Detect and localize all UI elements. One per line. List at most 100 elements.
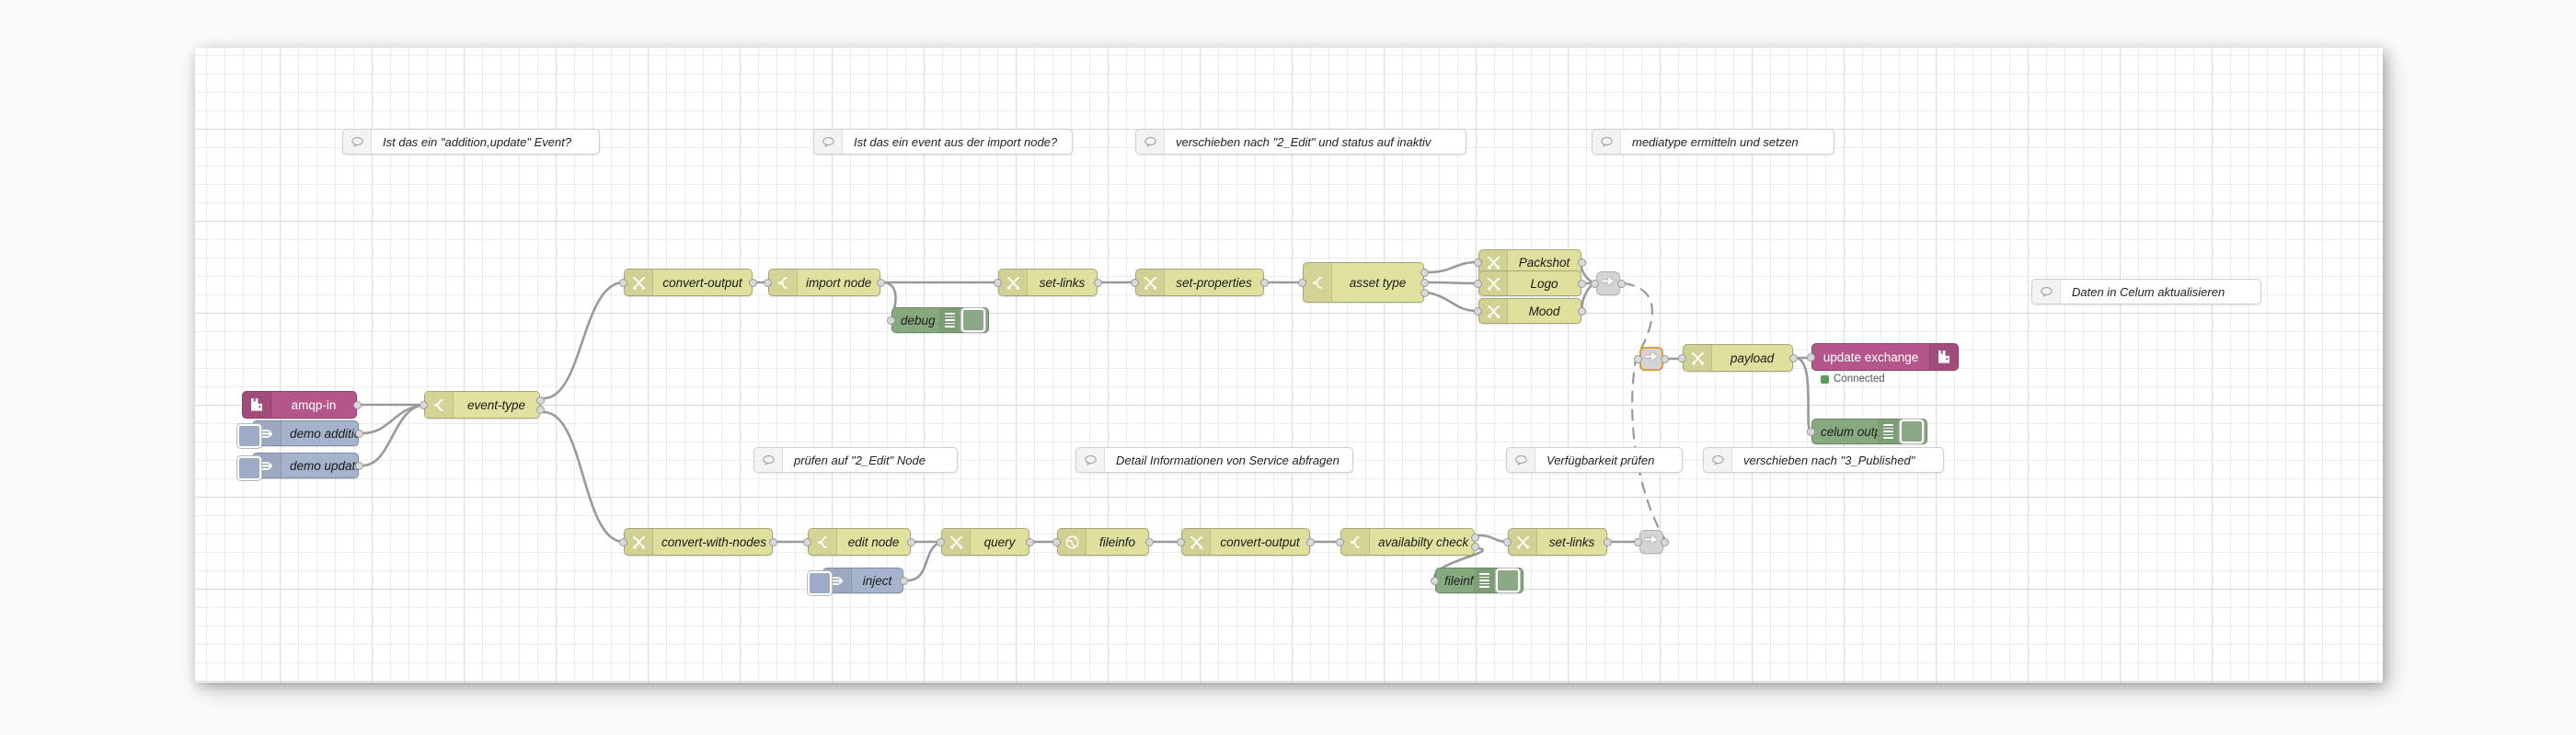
node-output-port[interactable] — [877, 278, 885, 287]
node-event-type[interactable]: event-type — [424, 391, 540, 419]
node-output-port[interactable] — [1094, 278, 1102, 287]
node-edit-node[interactable]: edit node — [808, 528, 911, 556]
comment-node[interactable]: Daten in Celum aktualisieren — [2031, 279, 2261, 304]
comment-node[interactable]: Detail Informationen von Service abfrage… — [1075, 447, 1353, 473]
node-payload[interactable]: payload — [1683, 344, 1793, 372]
node-output-port[interactable] — [355, 461, 363, 470]
node-output-port[interactable] — [900, 576, 908, 585]
node-input-port[interactable] — [1177, 537, 1185, 546]
node-query[interactable]: query — [941, 528, 1029, 556]
comment-node[interactable]: Ist das ein event aus der import node? — [813, 129, 1073, 155]
node-output-port[interactable] — [1260, 278, 1269, 287]
node-availability-check[interactable]: availabilty check — [1340, 528, 1475, 556]
node-input-port[interactable] — [1474, 306, 1482, 316]
node-input-port[interactable] — [1807, 427, 1815, 436]
debug-toggle-button[interactable] — [1496, 568, 1520, 592]
node-output-port[interactable] — [1604, 537, 1612, 546]
debug-icon — [1878, 419, 1898, 443]
node-output-port[interactable] — [1420, 278, 1429, 287]
node-input-port[interactable] — [619, 278, 627, 287]
node-input-port[interactable] — [1336, 537, 1344, 546]
inject-trigger-button[interactable] — [808, 571, 832, 595]
inject-trigger-button[interactable] — [237, 456, 261, 480]
node-output-port[interactable] — [1578, 306, 1586, 316]
node-output-port[interactable] — [1661, 355, 1669, 363]
node-input-port[interactable] — [803, 537, 811, 546]
node-convert-output-1[interactable]: convert-output — [624, 269, 753, 296]
node-output-port[interactable] — [749, 278, 757, 287]
node-output-port[interactable] — [1420, 288, 1429, 297]
node-debug-100[interactable]: debug 100 — [891, 307, 989, 333]
node-input-port[interactable] — [619, 537, 627, 546]
node-output-port[interactable] — [1145, 537, 1154, 546]
node-input-port[interactable] — [1678, 353, 1686, 362]
comment-label: Detail Informationen von Service abfrage… — [1116, 453, 1340, 467]
node-input-port[interactable] — [1474, 258, 1482, 267]
node-label: query — [983, 534, 1016, 549]
node-input-port[interactable] — [994, 278, 1002, 287]
node-output-port[interactable] — [1789, 353, 1798, 362]
node-output-port[interactable] — [353, 400, 362, 409]
node-logo[interactable]: Logo — [1478, 270, 1581, 296]
comment-node[interactable]: Ist das ein "addition,update" Event? — [342, 129, 600, 155]
debug-toggle-button[interactable] — [961, 308, 985, 332]
comment-node[interactable]: verschieben nach "2_Edit" und status auf… — [1135, 129, 1466, 155]
debug-toggle-button[interactable] — [1900, 419, 1924, 443]
node-output-port[interactable] — [355, 429, 363, 438]
node-input-port[interactable] — [1634, 355, 1642, 363]
node-update-exchange[interactable]: update exchange — [1811, 343, 1959, 371]
node-inject[interactable]: inject — [808, 568, 903, 595]
node-demo-update[interactable]: demo update — [237, 453, 359, 480]
node-input-port[interactable] — [1131, 278, 1139, 287]
node-output-port[interactable] — [1420, 268, 1429, 277]
node-input-port[interactable] — [764, 278, 772, 287]
node-input-port[interactable] — [1634, 538, 1642, 546]
node-import-node[interactable]: import node — [768, 269, 880, 296]
node-output-port[interactable] — [769, 537, 777, 546]
node-label: payload — [1730, 350, 1775, 365]
node-amqp-in[interactable]: amqp-in — [242, 391, 357, 419]
node-output-port[interactable] — [907, 537, 915, 546]
node-set-links-2[interactable]: set-links — [1508, 528, 1607, 556]
comment-node[interactable]: verschieben nach "3_Published" — [1703, 447, 1944, 473]
node-set-links-1[interactable]: set-links — [998, 269, 1098, 296]
node-input-port[interactable] — [420, 400, 428, 409]
node-output-port[interactable] — [536, 396, 545, 405]
node-output-port[interactable] — [1306, 537, 1315, 546]
node-input-port[interactable] — [1431, 576, 1439, 585]
node-input-port[interactable] — [1591, 280, 1599, 288]
node-output-port[interactable] — [1661, 538, 1669, 546]
comment-node[interactable]: Verfügbarkeit prüfen — [1506, 447, 1683, 473]
comment-node[interactable]: prüfen auf "2_Edit" Node — [753, 447, 958, 473]
node-set-properties[interactable]: set-properties — [1135, 269, 1264, 296]
comment-label: verschieben nach "2_Edit" und status auf… — [1176, 134, 1432, 149]
node-input-port[interactable] — [1298, 278, 1306, 287]
node-input-port[interactable] — [887, 316, 895, 325]
node-fileinfo-http[interactable]: fileinfo — [1057, 528, 1149, 556]
node-fileinfo-debug[interactable]: fileinfo — [1435, 568, 1524, 593]
node-celum-output[interactable]: celum output — [1811, 419, 1927, 444]
node-demo-addition[interactable]: demo addition — [237, 420, 359, 448]
comment-label: Ist das ein "addition,update" Event? — [383, 134, 572, 149]
inject-trigger-button[interactable] — [237, 424, 261, 448]
node-link-in-1[interactable] — [1639, 347, 1663, 371]
node-convert-output-2[interactable]: convert-output — [1181, 528, 1310, 556]
comment-node[interactable]: mediatype ermitteln und setzen — [1592, 129, 1834, 155]
node-input-port[interactable] — [937, 537, 945, 546]
node-output-port[interactable] — [536, 405, 545, 414]
node-output-port[interactable] — [1578, 279, 1586, 288]
node-output-port[interactable] — [1617, 280, 1626, 288]
node-label: demo update — [290, 458, 358, 473]
node-input-port[interactable] — [1807, 352, 1815, 362]
node-output-port[interactable] — [1026, 537, 1034, 546]
node-convert-with-nodes[interactable]: convert-with-nodes — [624, 528, 773, 556]
node-asset-type[interactable]: asset type — [1303, 262, 1424, 303]
node-input-port[interactable] — [1503, 537, 1512, 546]
node-output-port[interactable] — [1578, 258, 1586, 267]
node-output-port[interactable] — [1471, 533, 1479, 542]
node-input-port[interactable] — [1474, 279, 1482, 288]
node-input-port[interactable] — [1052, 537, 1061, 546]
node-output-port[interactable] — [1471, 542, 1479, 551]
flow-canvas[interactable]: Ist das ein "addition,update" Event? Ist… — [195, 48, 2383, 683]
node-mood[interactable]: Mood — [1478, 298, 1581, 324]
